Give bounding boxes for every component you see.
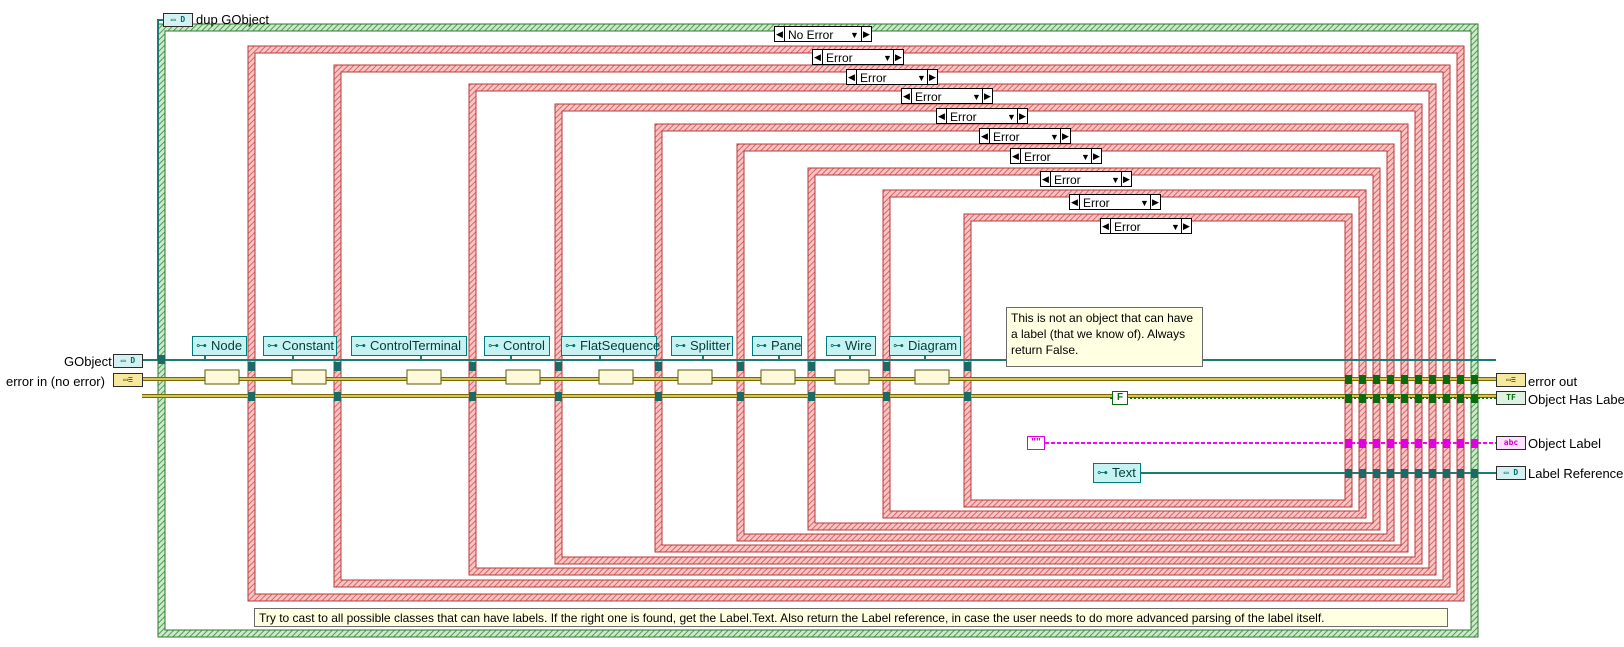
false-constant[interactable]: F <box>1112 391 1128 405</box>
class-icon: ⊶ <box>355 340 366 352</box>
next-case-icon[interactable]: ▶ <box>1017 109 1027 123</box>
next-case-icon[interactable]: ▶ <box>1121 172 1131 186</box>
dropdown-icon[interactable]: ▼ <box>883 53 892 63</box>
case-selector-6[interactable]: ◀Error▼▶ <box>1010 148 1102 164</box>
has-label-label: Object Has Label? <box>1528 392 1624 407</box>
prev-case-icon[interactable]: ◀ <box>847 70 857 84</box>
class-constant-pane[interactable]: ⊶Pane <box>752 336 802 356</box>
class-icon: ⊶ <box>1097 467 1108 479</box>
next-case-icon[interactable]: ▶ <box>1181 219 1191 233</box>
label-reference-label: Label Reference <box>1528 466 1624 481</box>
class-constant-node[interactable]: ⊶Node <box>192 336 247 356</box>
next-case-icon[interactable]: ▶ <box>893 50 903 64</box>
class-icon: ⊶ <box>196 340 207 352</box>
prev-case-icon[interactable]: ◀ <box>902 89 912 103</box>
dropdown-icon[interactable]: ▼ <box>1081 152 1090 162</box>
class-icon: ⊶ <box>756 340 767 352</box>
output-tunnels <box>1345 375 1478 403</box>
dup-gobject-label: dup GObject <box>196 12 269 27</box>
dropdown-icon[interactable]: ▼ <box>917 73 926 83</box>
case-frame-5 <box>654 123 1409 553</box>
prev-case-icon[interactable]: ◀ <box>937 109 947 123</box>
next-case-icon[interactable]: ▶ <box>1060 129 1070 143</box>
gobject-terminal[interactable]: ▭ D <box>113 354 143 368</box>
prev-case-icon[interactable]: ◀ <box>813 50 823 64</box>
case-frame-1 <box>247 45 1465 602</box>
string-tunnels <box>1345 439 1478 448</box>
dup-gobject-terminal[interactable]: ▭ D <box>163 13 193 27</box>
next-case-icon[interactable]: ▶ <box>927 70 937 84</box>
dropdown-icon[interactable]: ▼ <box>1007 112 1016 122</box>
error-in-terminal[interactable]: ▭≡ <box>113 373 143 387</box>
dropdown-icon[interactable]: ▼ <box>1111 175 1120 185</box>
error-out-terminal[interactable]: ▭≡ <box>1496 373 1526 387</box>
prev-case-icon[interactable]: ◀ <box>980 129 990 143</box>
case-frame-8 <box>882 189 1367 519</box>
case-selector-3[interactable]: ◀Error▼▶ <box>901 88 993 104</box>
empty-string-constant[interactable]: "" <box>1027 436 1045 450</box>
tunnels <box>158 355 971 401</box>
class-constant-diagram[interactable]: ⊶Diagram <box>889 336 961 356</box>
reference-tunnels <box>1345 469 1478 478</box>
inner-comment: This is not an object that can have a la… <box>1006 307 1203 367</box>
case-frame-3 <box>468 83 1437 576</box>
case-selector-2[interactable]: ◀Error▼▶ <box>846 69 938 85</box>
class-constant-control[interactable]: ⊶Control <box>484 336 550 356</box>
class-icon: ⊶ <box>675 340 686 352</box>
case-frame-2 <box>333 64 1451 588</box>
next-case-icon[interactable]: ▶ <box>861 27 871 41</box>
case-selector-7[interactable]: ◀Error▼▶ <box>1040 171 1132 187</box>
case-selector-4[interactable]: ◀Error▼▶ <box>936 108 1028 124</box>
case-selector-1[interactable]: ◀Error▼▶ <box>812 49 904 65</box>
dropdown-icon[interactable]: ▼ <box>850 30 859 40</box>
class-constant-wire[interactable]: ⊶Wire <box>826 336 876 356</box>
object-label-label: Object Label <box>1528 436 1601 451</box>
next-case-icon[interactable]: ▶ <box>1150 195 1160 209</box>
dropdown-icon[interactable]: ▼ <box>1140 198 1149 208</box>
prev-case-icon[interactable]: ◀ <box>1070 195 1080 209</box>
error-in-label: error in (no error) <box>6 374 105 389</box>
outer-comment: Try to cast to all possible classes that… <box>254 608 1448 627</box>
prev-case-icon[interactable]: ◀ <box>1011 149 1021 163</box>
case-frame-9 <box>963 213 1353 508</box>
outer-case-frame <box>157 23 1479 638</box>
has-label-terminal[interactable]: TF <box>1496 391 1526 405</box>
gobject-label: GObject <box>64 354 112 369</box>
class-icon: ⊶ <box>893 340 904 352</box>
case-selector-9[interactable]: ◀Error▼▶ <box>1100 218 1192 234</box>
prev-case-icon[interactable]: ◀ <box>1101 219 1111 233</box>
error-out-label: error out <box>1528 374 1578 389</box>
class-constant-text[interactable]: ⊶Text <box>1093 463 1141 483</box>
case-frame-4 <box>554 103 1423 565</box>
class-icon: ⊶ <box>267 340 278 352</box>
class-constant-controlterminal[interactable]: ⊶ControlTerminal <box>351 336 467 356</box>
dropdown-icon[interactable]: ▼ <box>1171 222 1180 232</box>
case-frame-7 <box>807 167 1381 531</box>
next-case-icon[interactable]: ▶ <box>982 89 992 103</box>
case-selector-5[interactable]: ◀Error▼▶ <box>979 128 1071 144</box>
dropdown-icon[interactable]: ▼ <box>1050 132 1059 142</box>
prev-case-icon[interactable]: ◀ <box>1041 172 1051 186</box>
class-icon: ⊶ <box>488 340 499 352</box>
class-icon: ⊶ <box>830 340 841 352</box>
case-selector-8[interactable]: ◀Error▼▶ <box>1069 194 1161 210</box>
case-frame-6 <box>736 143 1395 542</box>
next-case-icon[interactable]: ▶ <box>1091 149 1101 163</box>
dropdown-icon[interactable]: ▼ <box>972 92 981 102</box>
class-constant-flatsequence[interactable]: ⊶FlatSequence <box>561 336 660 356</box>
prev-case-icon[interactable]: ◀ <box>775 27 785 41</box>
cast-nodes <box>204 369 950 385</box>
object-label-terminal[interactable]: abc <box>1496 436 1526 450</box>
outer-case-selector[interactable]: ◀ No Error ▼ ▶ <box>774 26 872 42</box>
class-constant-splitter[interactable]: ⊶Splitter <box>671 336 733 356</box>
class-constant-constant[interactable]: ⊶Constant <box>263 336 337 356</box>
class-icon: ⊶ <box>565 340 576 352</box>
label-reference-terminal[interactable]: ▭ D <box>1496 466 1526 480</box>
error-wire-main <box>142 377 1496 398</box>
